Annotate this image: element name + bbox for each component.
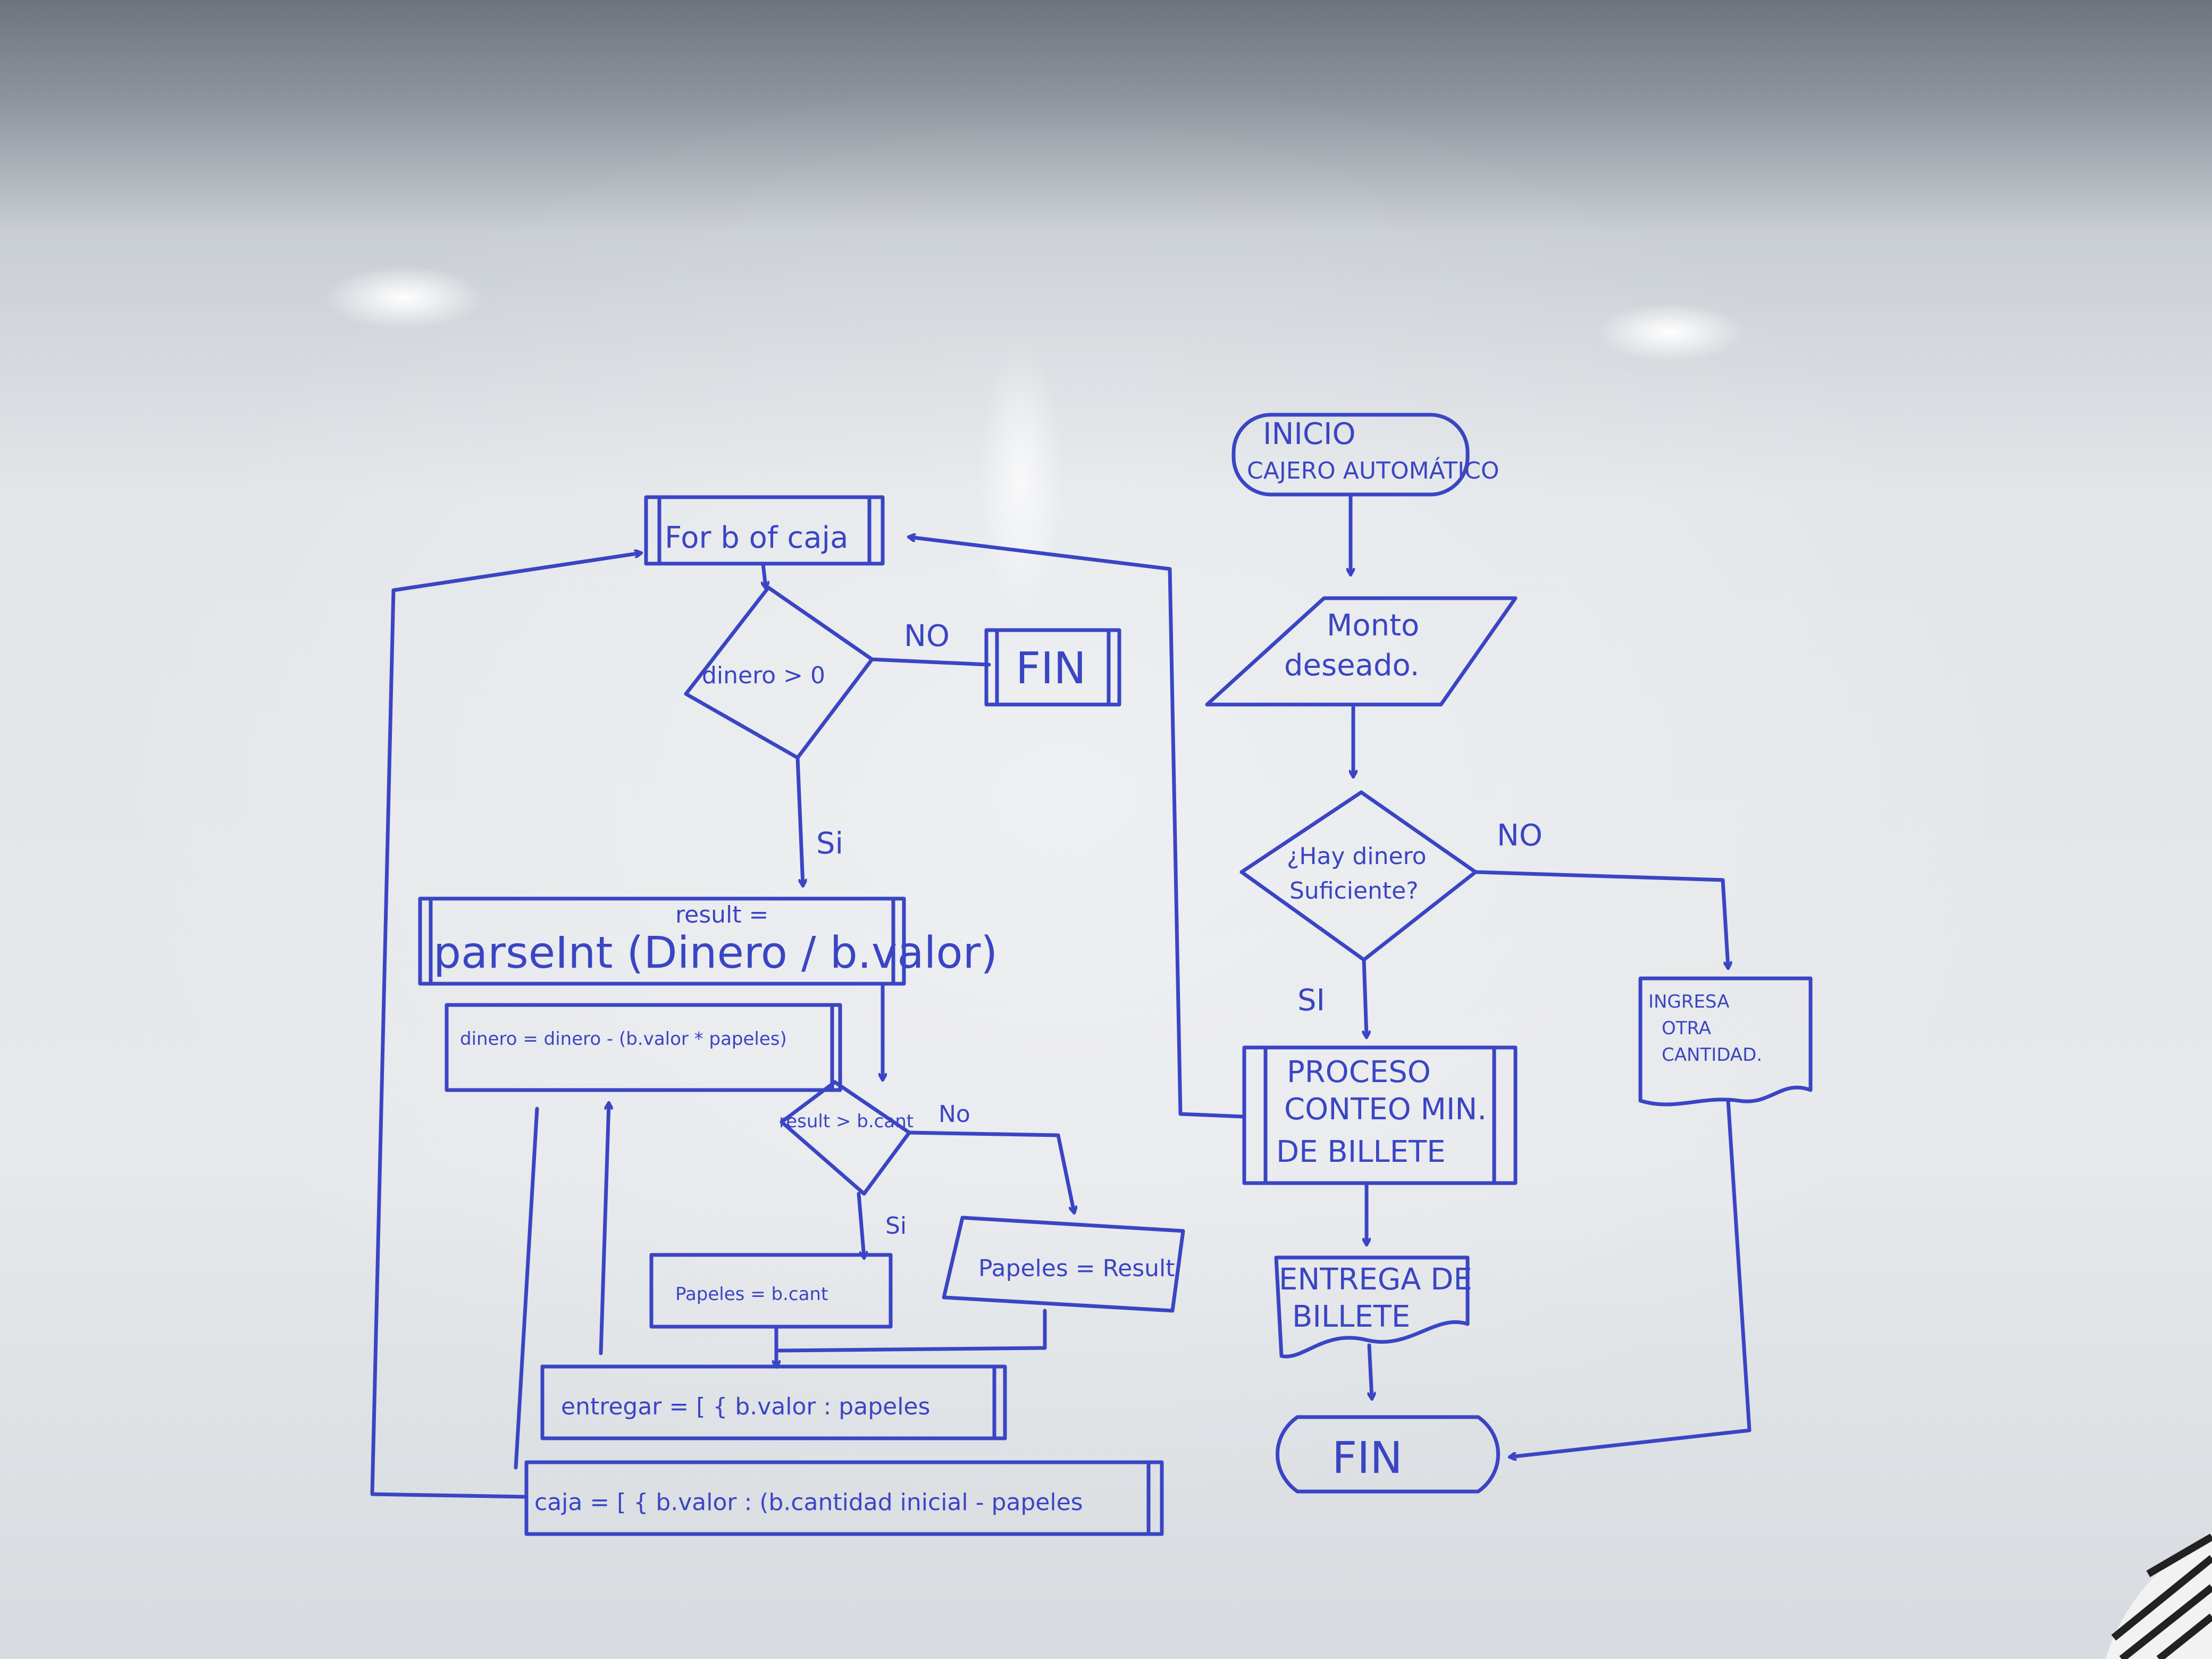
connector-si bbox=[795, 756, 803, 885]
decision-money-positive: dinero > 0 bbox=[684, 585, 874, 760]
result-caption: result = bbox=[675, 901, 768, 928]
loop-label: For b of caja bbox=[665, 521, 848, 555]
entregar-label: entregar = [ { b.valor : papeles bbox=[561, 1393, 930, 1420]
sub-end-label: FIN bbox=[1016, 643, 1086, 694]
loop-box: For b of caja bbox=[644, 495, 885, 566]
connector-no bbox=[870, 657, 991, 667]
decision-money-label: dinero > 0 bbox=[702, 662, 825, 689]
person-shirt bbox=[2106, 1531, 2212, 1659]
connector-si bbox=[857, 1192, 864, 1258]
connector-to-loop bbox=[909, 537, 1246, 1119]
deliver-line-1: ENTREGA DE bbox=[1279, 1262, 1472, 1297]
input-line-1: Monto bbox=[1327, 608, 1419, 643]
sub-end-box: FIN bbox=[984, 628, 1121, 707]
connector bbox=[1369, 1343, 1372, 1398]
decision-enough-money: ¿Hay dinero Suficiente? bbox=[1239, 790, 1478, 962]
process-line-3: DE BILLETE bbox=[1276, 1135, 1446, 1169]
papeles-result-label: Papeles = Result bbox=[978, 1255, 1175, 1282]
label-si: Si bbox=[816, 826, 843, 861]
connector bbox=[763, 562, 766, 588]
caja-box: caja = [ { b.valor : (b.cantidad inicial… bbox=[524, 1460, 1164, 1536]
decision-line-1: ¿Hay dinero bbox=[1287, 843, 1427, 870]
deliver-line-2: BILLETE bbox=[1292, 1300, 1410, 1334]
input-line-2: deseado. bbox=[1284, 648, 1420, 683]
light-reflection bbox=[1595, 303, 1744, 362]
label-no: NO bbox=[904, 619, 950, 653]
connector-merge bbox=[774, 1309, 1047, 1353]
process-line-1: PROCESO bbox=[1287, 1055, 1431, 1090]
process-min-bills: PROCESO CONTEO MIN. DE BILLETE bbox=[1242, 1045, 1518, 1185]
label-no: NO bbox=[1497, 818, 1543, 853]
update-money-box: dinero = dinero - (b.valor * papeles) bbox=[445, 1003, 842, 1092]
update-money-label: dinero = dinero - (b.valor * papeles) bbox=[460, 1028, 787, 1050]
label-si: SI bbox=[1297, 983, 1325, 1018]
input-amount: Monto deseado. bbox=[1205, 596, 1518, 707]
connector-si bbox=[1362, 958, 1367, 1037]
connector-no bbox=[1473, 870, 1728, 968]
alt-line-2: OTRA bbox=[1662, 1018, 1711, 1039]
decision-line-2: Suficiente? bbox=[1289, 877, 1419, 904]
end-label: FIN bbox=[1332, 1433, 1403, 1484]
end-terminal: FIN bbox=[1276, 1415, 1500, 1494]
papeles-cant-label: Papeles = b.cant bbox=[675, 1284, 828, 1305]
result-expression: parseInt (Dinero / b.valor) bbox=[433, 928, 998, 978]
connector-up bbox=[599, 1103, 609, 1355]
alt-line-1: INGRESA bbox=[1648, 991, 1729, 1012]
connector-loop-back bbox=[370, 553, 641, 1499]
decision-result-gt-cant: result > b.cant bbox=[779, 1080, 914, 1196]
label-si: Si bbox=[885, 1212, 907, 1239]
label-no: No bbox=[939, 1101, 970, 1128]
alt-line-3: CANTIDAD. bbox=[1662, 1044, 1762, 1066]
process-line-2: CONTEO MIN. bbox=[1284, 1092, 1487, 1127]
connector-to-end bbox=[1510, 1099, 1752, 1457]
caja-label: caja = [ { b.valor : (b.cantidad inicial… bbox=[534, 1489, 1083, 1516]
entregar-box: entregar = [ { b.valor : papeles bbox=[540, 1364, 1007, 1440]
papeles-cant-box: Papeles = b.cant bbox=[649, 1253, 893, 1329]
connector-no bbox=[907, 1130, 1074, 1212]
result-box: parseInt (Dinero / b.valor) bbox=[418, 896, 998, 986]
light-reflection bbox=[978, 340, 1063, 617]
output-other-amount: INGRESA OTRA CANTIDAD. bbox=[1638, 976, 1813, 1107]
start-line-2: CAJERO AUTOMÁTICO bbox=[1247, 456, 1499, 484]
start-line-1: INICIO bbox=[1263, 417, 1356, 451]
start-terminal: INICIO CAJERO AUTOMÁTICO bbox=[1231, 413, 1499, 497]
connector-down bbox=[514, 1107, 539, 1470]
output-deliver-bills: ENTREGA DE BILLETE bbox=[1274, 1255, 1472, 1359]
papeles-result-box: Papeles = Result bbox=[942, 1216, 1185, 1313]
decision-result-label: result > b.cant bbox=[779, 1111, 914, 1132]
light-reflection bbox=[324, 266, 484, 330]
